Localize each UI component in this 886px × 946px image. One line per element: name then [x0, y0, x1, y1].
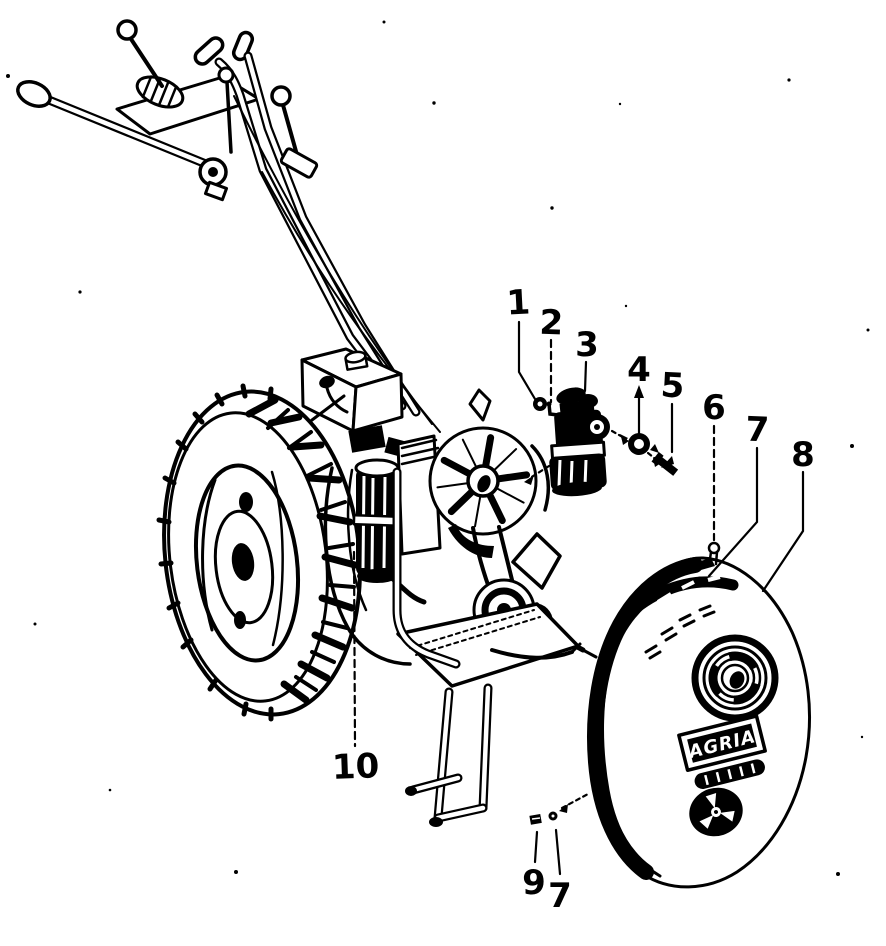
handlebar-grip-right [231, 30, 255, 62]
lugged-wheel [156, 383, 362, 722]
badge-subtext-band [704, 763, 756, 786]
face-ribs [644, 604, 716, 660]
callout-5: 5 [660, 365, 686, 406]
leader-7 [707, 446, 759, 578]
callout-1: 1 [506, 282, 532, 323]
throttle-knob [217, 66, 235, 84]
wheel-rim [193, 463, 301, 663]
handlebar-assembly [16, 19, 441, 433]
shroud-tab [468, 388, 492, 422]
cooling-fins [400, 438, 440, 466]
callout-6: 6 [702, 388, 726, 428]
base-plate [396, 602, 580, 688]
drawbar [490, 648, 574, 660]
lug-ticks [156, 383, 274, 722]
throttle-rod [225, 80, 233, 154]
air-filter-assembly [524, 387, 679, 497]
filler-cap [344, 350, 369, 371]
brand-badge: AGRIA [677, 714, 767, 789]
handlebar-adjuster-boss [135, 75, 185, 109]
leader-3 [583, 360, 588, 393]
lever-knob [116, 19, 138, 41]
control-cable [261, 171, 441, 433]
chassis [323, 466, 582, 827]
control-lever-rod [129, 37, 164, 88]
callout-9: 9 [522, 863, 546, 903]
tube-collar [279, 147, 319, 179]
clutch-knob [270, 85, 292, 107]
wing-nut-part-4 [620, 433, 659, 455]
cover-hub [689, 787, 743, 837]
support-stand [405, 683, 493, 827]
screw-part-7 [548, 811, 558, 821]
leader-7-lower [554, 828, 562, 876]
leader-9 [533, 830, 539, 864]
left-grip [16, 80, 52, 108]
flywheel-fan [436, 434, 531, 528]
leader-1 [517, 320, 537, 401]
belt-cover: AGRIA [529, 541, 811, 889]
callout-10: 10 [331, 746, 380, 788]
air-filter-part-3 [549, 387, 610, 497]
leader-10 [352, 550, 357, 748]
callout-2: 2 [539, 303, 564, 344]
callout-7: 7 [745, 410, 770, 451]
belt-cover-rim [587, 557, 703, 880]
callout-7-lower: 7 [548, 876, 572, 916]
leader-8 [761, 470, 805, 593]
gearbox-housing [323, 466, 412, 666]
nut-part-9 [529, 814, 542, 825]
wheel-hub [231, 543, 255, 581]
fuel-tank [300, 347, 404, 433]
carburetor [348, 425, 386, 453]
callout-8: 8 [791, 435, 815, 475]
scan-speckles [6, 20, 870, 876]
callout-leaders [352, 320, 805, 876]
callout-3: 3 [575, 325, 599, 365]
tread-lugs [245, 396, 359, 704]
engine [396, 388, 551, 558]
belt-guard-bracket [511, 532, 562, 590]
tire-outer [162, 389, 362, 717]
callout-4: 4 [627, 350, 651, 390]
handlebar-grip-left [193, 36, 225, 66]
vent-grille [691, 634, 779, 722]
rim-slits [620, 575, 721, 648]
pin-part-6 [707, 541, 721, 568]
callout-labels: 1 2 3 4 5 6 7 8 9 7 10 [331, 282, 815, 916]
